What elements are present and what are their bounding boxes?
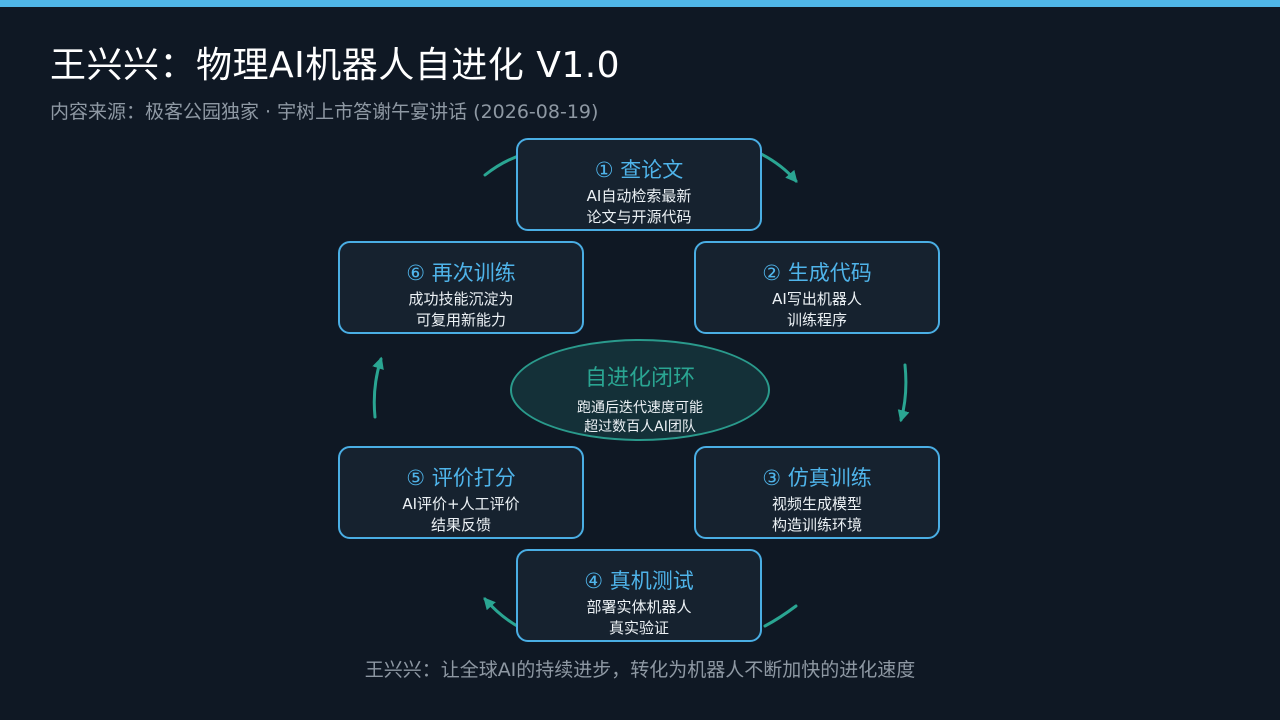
step-6-retrain: ⑥ 再次训练 成功技能沉淀为 可复用新能力 (338, 241, 584, 334)
step-3-desc: 视频生成模型 构造训练环境 (771, 495, 862, 534)
footer-quote: 王兴兴：让全球AI的持续进步，转化为机器人不断加快的进化速度 (364, 659, 916, 681)
arrow-2-to-3 (897, 363, 910, 423)
center-title: 自进化闭环 (584, 366, 695, 391)
step-4-title: ④ 真机测试 (584, 569, 694, 593)
step-1-title: ① 查论文 (594, 158, 684, 182)
step-2-title: ② 生成代码 (762, 261, 872, 285)
step-6-title: ⑥ 再次训练 (406, 261, 516, 285)
arrow-3-to-4 (763, 604, 798, 628)
center-loop-ellipse: 自进化闭环 跑通后迭代速度可能 超过数百人AI团队 (510, 339, 770, 441)
step-2-generate-code: ② 生成代码 AI写出机器人 训练程序 (694, 241, 940, 334)
step-5-desc: AI评价+人工评价 结果反馈 (402, 495, 520, 534)
center-desc: 跑通后迭代速度可能 超过数百人AI团队 (577, 400, 703, 435)
step-1-search-papers: ① 查论文 AI自动检索最新 论文与开源代码 (516, 138, 762, 231)
page-subtitle: 内容来源：极客公园独家 · 宇树上市答谢午宴讲话 (2026-08-19) (50, 101, 599, 123)
step-4-desc: 部署实体机器人 真实验证 (586, 598, 692, 637)
step-5-evaluation: ⑤ 评价打分 AI评价+人工评价 结果反馈 (338, 446, 584, 539)
step-2-desc: AI写出机器人 训练程序 (772, 290, 862, 329)
step-4-real-robot-test: ④ 真机测试 部署实体机器人 真实验证 (516, 549, 762, 642)
arrow-5-to-6 (372, 356, 384, 419)
step-6-desc: 成功技能沉淀为 可复用新能力 (408, 290, 514, 329)
page-title: 王兴兴：物理AI机器人自进化 V1.0 (50, 45, 621, 86)
step-3-simulation-training: ③ 仿真训练 视频生成模型 构造训练环境 (694, 446, 940, 539)
step-1-desc: AI自动检索最新 论文与开源代码 (586, 187, 692, 226)
step-5-title: ⑤ 评价打分 (406, 466, 516, 490)
top-accent-bar (0, 0, 1280, 7)
step-3-title: ③ 仿真训练 (762, 466, 872, 490)
